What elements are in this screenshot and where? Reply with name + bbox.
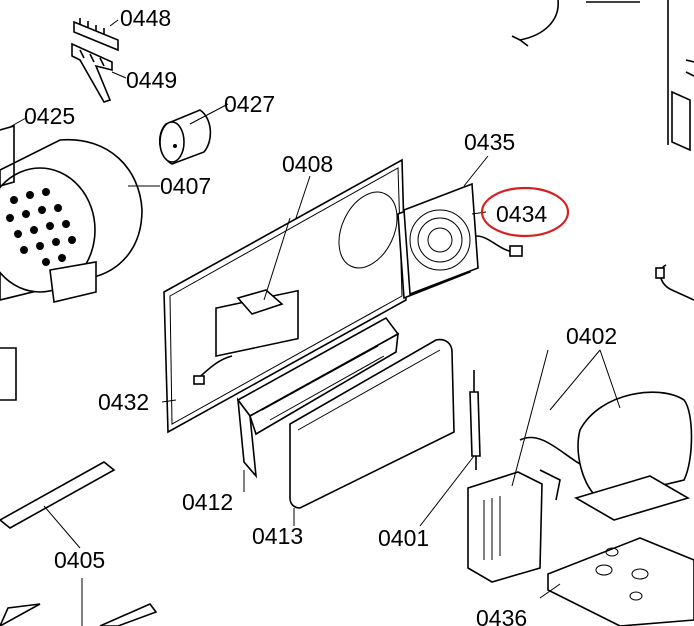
label-0425: 0425: [24, 103, 75, 129]
frame-edge-right: [667, 0, 691, 152]
label-0402: 0402: [566, 323, 617, 349]
label-0434: 0434: [496, 201, 547, 227]
label-0407: 0407: [160, 173, 211, 199]
cable-connector: [655, 267, 665, 279]
part-0405-strip: [0, 461, 158, 626]
label-0435: 0435: [464, 129, 515, 155]
part-0448-clip: [73, 18, 119, 52]
part-0434-fan: [397, 182, 523, 300]
part-0413-cover: [289, 338, 455, 509]
frame-edge-right-small: [685, 59, 694, 77]
part-0412-board: [236, 316, 400, 479]
label-0401: 0401: [378, 525, 429, 551]
part-0449-bracket: [71, 42, 113, 103]
label-0427: 0427: [224, 91, 275, 117]
cable-top: [511, 0, 559, 47]
label-0436: 0436: [476, 605, 527, 626]
label-0408: 0408: [282, 151, 333, 177]
label-0432: 0432: [98, 389, 149, 415]
label-0413: 0413: [252, 523, 303, 549]
part-0427-motor: [159, 109, 212, 165]
label-0405: 0405: [54, 547, 105, 573]
label-0448: 0448: [120, 5, 171, 31]
part-0436-plate: [547, 537, 694, 626]
label-0449: 0449: [126, 67, 177, 93]
leader-lines: [7, 19, 621, 626]
part-0402-compressor: [467, 391, 693, 583]
label-0412: 0412: [182, 489, 233, 515]
cable-right: [659, 264, 694, 301]
part-0407-blower: [0, 124, 143, 401]
highlight-circle-0434: [480, 186, 570, 238]
part-0408-panel: [163, 158, 407, 434]
part-0401-drier: [469, 370, 481, 470]
